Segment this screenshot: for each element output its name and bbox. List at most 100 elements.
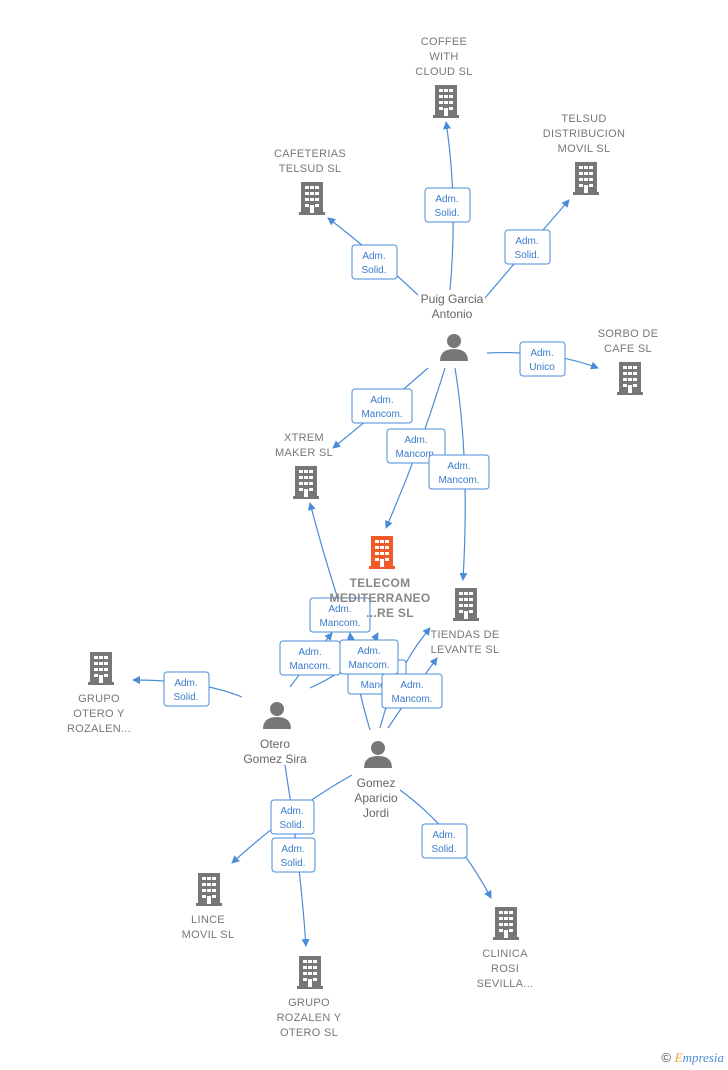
building-icon: [299, 182, 325, 215]
edge-label-puig-xtrem[interactable]: Adm. Mancom.: [351, 388, 413, 424]
building-icon: [573, 162, 599, 195]
edge-label-puig-telsud[interactable]: Adm. Solid.: [504, 229, 551, 265]
person-puig-garcia[interactable]: Puig Garcia Antonio: [421, 292, 484, 361]
edge-label-puig-sorbo[interactable]: Adm. Unico: [519, 341, 566, 377]
edge-labels: Adm. Solid. Adm. Solid. Adm. Solid. Adm.…: [163, 187, 566, 873]
svg-text:CLOUD SL: CLOUD SL: [415, 66, 472, 78]
company-tiendas-de-levante[interactable]: TIENDAS DE LEVANTE SL: [430, 588, 499, 656]
svg-text:Gomez Sira: Gomez Sira: [243, 752, 307, 766]
edge-label-otero-telecom[interactable]: Adm. Mancom.: [279, 640, 341, 676]
brand-initial: E: [674, 1050, 683, 1065]
svg-text:WITH: WITH: [429, 51, 458, 63]
svg-text:Puig Garcia: Puig Garcia: [421, 292, 484, 306]
edge-label-otero-xtrem[interactable]: Adm. Mancom.: [309, 597, 371, 633]
company-grupo-rozalen-otero[interactable]: GRUPO ROZALEN Y OTERO SL: [277, 956, 342, 1039]
svg-text:MOVIL SL: MOVIL SL: [558, 143, 611, 155]
svg-text:LINCE: LINCE: [191, 914, 225, 926]
person-icon: [440, 334, 468, 361]
company-sorbo-de-cafe[interactable]: SORBO DE CAFE SL: [598, 328, 658, 395]
edge-label-gomez-clinica[interactable]: Adm. Solid.: [421, 823, 468, 859]
svg-text:Mancom.: Mancom.: [289, 661, 330, 672]
person-gomez-aparicio[interactable]: Gomez Aparicio Jordi: [354, 741, 398, 820]
svg-text:Adm.: Adm.: [174, 678, 197, 689]
edge-label-gomez-telecom[interactable]: Adm. Mancom.: [339, 639, 399, 675]
svg-text:DISTRIBUCION: DISTRIBUCION: [543, 128, 625, 140]
svg-text:MOVIL SL: MOVIL SL: [182, 929, 235, 941]
svg-text:Adm.: Adm.: [515, 236, 538, 247]
svg-text:TIENDAS DE: TIENDAS DE: [430, 629, 499, 641]
building-icon: [433, 85, 459, 118]
svg-text:GRUPO: GRUPO: [78, 693, 120, 705]
building-icon: [196, 873, 222, 906]
svg-text:TELSUD SL: TELSUD SL: [279, 163, 342, 175]
building-icon: [617, 362, 643, 395]
svg-text:Aparicio: Aparicio: [354, 791, 398, 805]
svg-text:ROSI: ROSI: [491, 963, 519, 975]
svg-text:Manc...: Manc...: [361, 680, 394, 691]
svg-text:Adm.: Adm.: [432, 830, 455, 841]
svg-text:...RE SL: ...RE SL: [366, 606, 414, 620]
svg-text:Solid.: Solid.: [361, 265, 386, 276]
svg-text:XTREM: XTREM: [284, 432, 324, 444]
edge-label-otero-grupo-otero[interactable]: Adm. Solid.: [163, 671, 210, 707]
svg-text:Solid.: Solid.: [434, 208, 459, 219]
building-icon: [297, 956, 323, 989]
edge-label-puig-coffee[interactable]: Adm. Solid.: [424, 187, 471, 223]
edge-otero-xtrem: [307, 502, 341, 606]
svg-text:TELSUD: TELSUD: [561, 113, 606, 125]
edge-label-gomez-lince[interactable]: Adm. Solid.: [270, 799, 315, 835]
company-telsud-distribucion[interactable]: TELSUD DISTRIBUCION MOVIL SL: [543, 113, 625, 195]
svg-text:Adm.: Adm.: [362, 251, 385, 262]
svg-text:Mancom.: Mancom.: [361, 409, 402, 420]
company-coffee-with-cloud[interactable]: COFFEE WITH CLOUD SL: [415, 36, 472, 118]
svg-text:Antonio: Antonio: [432, 307, 473, 321]
svg-text:Mancom.: Mancom.: [438, 475, 479, 486]
svg-text:SEVILLA...: SEVILLA...: [477, 978, 534, 990]
svg-text:LEVANTE SL: LEVANTE SL: [431, 644, 500, 656]
person-otero-gomez[interactable]: Otero Gomez Sira: [243, 702, 307, 766]
svg-text:MAKER SL: MAKER SL: [275, 447, 333, 459]
person-icon: [263, 702, 291, 729]
svg-text:Mancom.: Mancom.: [319, 618, 360, 629]
company-xtrem-maker[interactable]: XTREM MAKER SL: [275, 432, 333, 499]
company-grupo-otero-rozalen[interactable]: GRUPO OTERO Y ROZALEN...: [67, 652, 131, 735]
svg-text:Solid.: Solid.: [173, 692, 198, 703]
company-lince-movil[interactable]: LINCE MOVIL SL: [182, 873, 235, 941]
footer-brand: © Empresia: [661, 1050, 724, 1066]
building-icon: [88, 652, 114, 685]
svg-text:Adm.: Adm.: [357, 646, 380, 657]
building-icon: [369, 536, 395, 569]
svg-text:GRUPO: GRUPO: [288, 997, 330, 1009]
svg-text:Solid.: Solid.: [280, 858, 305, 869]
svg-text:OTERO Y: OTERO Y: [73, 708, 125, 720]
company-clinica-rosi[interactable]: CLINICA ROSI SEVILLA...: [477, 907, 534, 990]
edge-label-puig-tiendas[interactable]: Adm. Mancom.: [428, 454, 490, 490]
svg-text:Solid.: Solid.: [431, 844, 456, 855]
building-icon: [453, 588, 479, 621]
svg-text:Mancom.: Mancom.: [395, 449, 436, 460]
edge-label-puig-cafeterias[interactable]: Adm. Solid.: [351, 244, 398, 280]
svg-text:SORBO DE: SORBO DE: [598, 328, 658, 340]
svg-text:CAFE SL: CAFE SL: [604, 343, 652, 355]
edge-label-otero-grupo-rozalen[interactable]: Adm. Solid.: [271, 837, 316, 873]
brand-name: mpresia: [682, 1050, 724, 1065]
company-cafeterias-telsud[interactable]: CAFETERIAS TELSUD SL: [274, 148, 346, 215]
svg-text:COFFEE: COFFEE: [421, 36, 467, 48]
svg-text:Adm.: Adm.: [298, 647, 321, 658]
building-icon: [293, 466, 319, 499]
svg-text:TELECOM: TELECOM: [350, 576, 411, 590]
svg-text:Adm.: Adm.: [328, 604, 351, 615]
person-nodes: Puig Garcia Antonio Otero Gomez Sira Gom…: [243, 292, 483, 820]
svg-text:ROZALEN...: ROZALEN...: [67, 723, 131, 735]
company-telecom-mediterraneo[interactable]: TELECOM MEDITERRANEO ...RE SL: [330, 536, 431, 620]
edge-label-gomez-tiendas[interactable]: Adm. Mancom.: [381, 673, 443, 709]
svg-text:Adm.: Adm.: [281, 844, 304, 855]
svg-text:MEDITERRANEO: MEDITERRANEO: [330, 591, 431, 605]
svg-text:Adm.: Adm.: [435, 194, 458, 205]
edge-label-puig-telecom[interactable]: Adm. Mancom.: [386, 428, 446, 464]
svg-text:Mancom.: Mancom.: [391, 694, 432, 705]
svg-text:Solid.: Solid.: [514, 250, 539, 261]
svg-text:Mancom.: Mancom.: [348, 660, 389, 671]
svg-text:CAFETERIAS: CAFETERIAS: [274, 148, 346, 160]
